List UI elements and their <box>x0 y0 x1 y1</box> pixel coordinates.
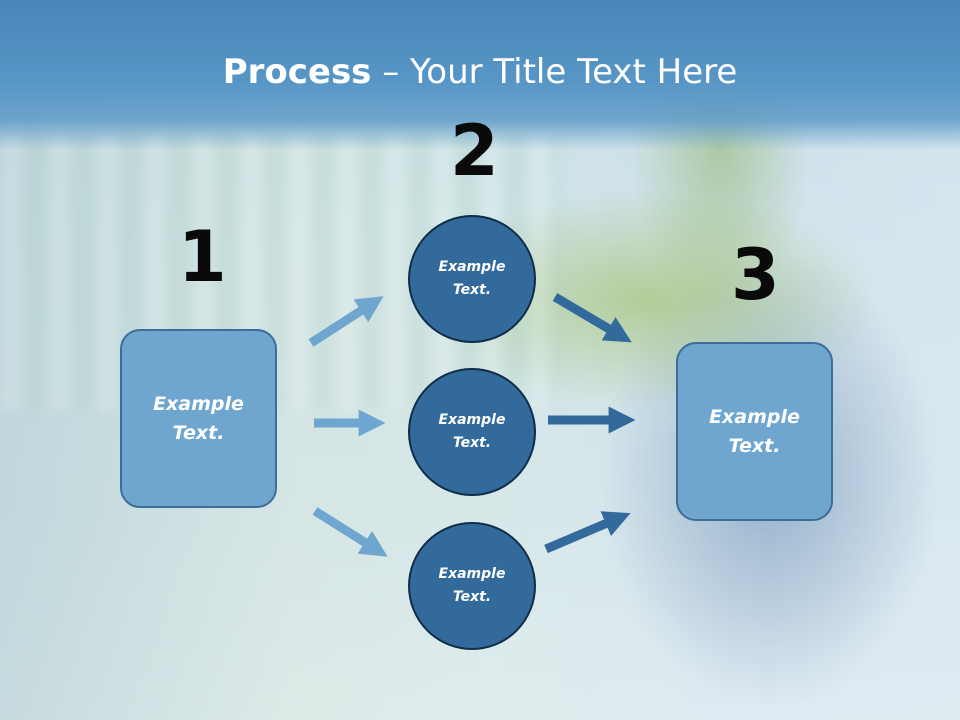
circle-top-line2: Text. <box>452 282 492 298</box>
circle-middle: Example Text. <box>408 368 536 496</box>
circle-bottom: Example Text. <box>408 522 536 650</box>
step-1-line2: Text. <box>172 421 225 444</box>
circle-top-line1: Example <box>438 259 506 275</box>
step-3-line2: Text. <box>728 434 781 457</box>
circle-middle-line2: Text. <box>452 435 492 451</box>
step-number-1: 1 <box>178 216 227 298</box>
circle-top: Example Text. <box>408 215 536 343</box>
slide-title: Process – Your Title Text Here <box>0 52 960 92</box>
arrow-1-to-circle-top <box>308 296 384 347</box>
circle-bottom-line2: Text. <box>452 589 492 605</box>
arrow-circle-bottom-to-3 <box>544 511 631 554</box>
arrow-circle-top-to-3 <box>552 293 632 343</box>
step-3-line1: Example <box>709 405 800 428</box>
arrow-1-to-circle-bottom <box>312 507 388 557</box>
step-3-box: Example Text. <box>676 342 833 521</box>
circle-middle-line1: Example <box>438 412 506 428</box>
circle-bottom-line1: Example <box>438 566 506 582</box>
title-rest: – Your Title Text Here <box>371 52 738 92</box>
step-1-line1: Example <box>153 392 244 415</box>
title-band <box>0 0 960 150</box>
step-number-3: 3 <box>731 234 780 316</box>
title-bold: Process <box>222 52 372 92</box>
step-number-2: 2 <box>450 110 499 192</box>
step-1-box: Example Text. <box>120 329 277 508</box>
